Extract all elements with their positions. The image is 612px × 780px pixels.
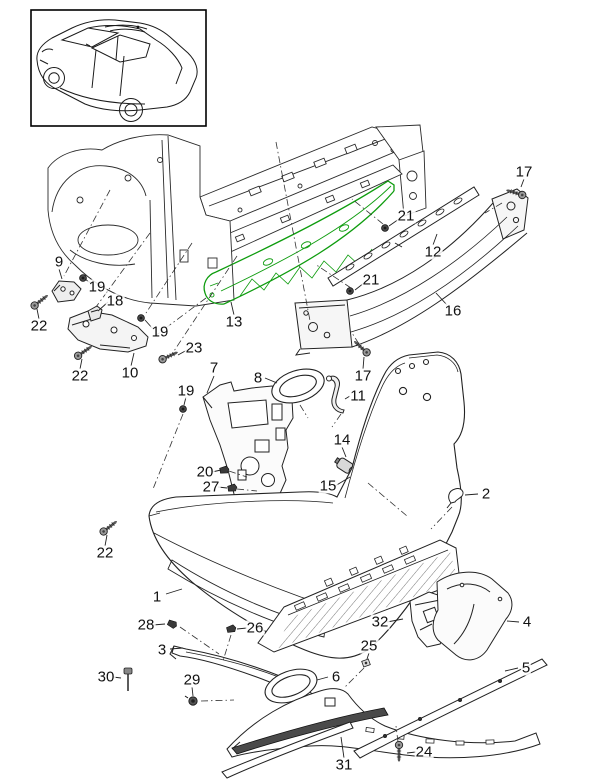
part-callout-22[interactable]: 22 [29, 317, 49, 335]
part-2-retainer-clip [446, 488, 464, 509]
part-callout-21[interactable]: 21 [396, 207, 416, 225]
part-11-support-strut [326, 375, 345, 414]
part-callout-21[interactable]: 21 [361, 271, 381, 289]
part-callout-26[interactable]: 26 [245, 619, 265, 637]
part-callout-8[interactable]: 8 [252, 369, 264, 387]
part-callout-30[interactable]: 30 [96, 668, 116, 686]
construction-lines [63, 141, 503, 743]
part-callout-16[interactable]: 16 [443, 302, 463, 320]
part-callout-14[interactable]: 14 [332, 431, 352, 449]
part-callout-15[interactable]: 15 [318, 477, 338, 495]
part-callout-28[interactable]: 28 [136, 616, 156, 634]
part-callout-7[interactable]: 7 [208, 359, 220, 377]
part-4-corner-trim [432, 571, 513, 661]
part-callout-17[interactable]: 17 [353, 367, 373, 385]
part-callout-18[interactable]: 18 [105, 292, 125, 310]
part-callout-19[interactable]: 19 [87, 278, 107, 296]
part-callout-22[interactable]: 22 [95, 544, 115, 562]
clip-25 [361, 658, 371, 668]
part-13-impact-carrier [203, 180, 395, 305]
rivet-30 [123, 667, 133, 691]
part-7-side-support [202, 381, 294, 519]
part-callout-32[interactable]: 32 [370, 613, 390, 631]
fasteners [28, 185, 528, 763]
part-callout-23[interactable]: 23 [184, 339, 204, 357]
part-callout-6[interactable]: 6 [330, 668, 342, 686]
part-9-bracket [51, 280, 82, 303]
part-callout-2[interactable]: 2 [480, 485, 492, 503]
part-callout-13[interactable]: 13 [224, 313, 244, 331]
part-callout-24[interactable]: 24 [414, 743, 434, 761]
part-callout-17[interactable]: 17 [514, 163, 534, 181]
vehicle-thumbnail [36, 19, 198, 122]
vehicle-inset [30, 9, 207, 127]
part-10-bracket [67, 310, 149, 353]
part-16-bumper-beam [294, 188, 529, 356]
part-5-trim-strip [221, 658, 548, 779]
part-18-clip [87, 305, 103, 322]
part-callout-3[interactable]: 3 [156, 641, 168, 659]
part-8-trim-ring [271, 368, 325, 404]
part-callout-27[interactable]: 27 [201, 478, 221, 496]
clip-29 [184, 695, 198, 706]
part-callout-31[interactable]: 31 [334, 756, 354, 774]
part-callout-1[interactable]: 1 [151, 588, 163, 606]
part-callout-22[interactable]: 22 [70, 367, 90, 385]
part-callout-25[interactable]: 25 [359, 637, 379, 655]
part-callout-11[interactable]: 11 [349, 387, 367, 405]
part-callout-19[interactable]: 19 [150, 323, 170, 341]
part-callout-20[interactable]: 20 [195, 463, 215, 481]
diffuser-panel [257, 539, 461, 653]
part-callout-5[interactable]: 5 [520, 659, 532, 677]
part-12-mounting-strip [327, 186, 480, 287]
part-callout-29[interactable]: 29 [182, 671, 202, 689]
part-callout-10[interactable]: 10 [120, 364, 140, 382]
part-callout-12[interactable]: 12 [423, 243, 443, 261]
part-callout-9[interactable]: 9 [53, 253, 65, 271]
rear-body-structure [47, 124, 427, 307]
part-callout-4[interactable]: 4 [521, 613, 533, 631]
part-callout-19[interactable]: 19 [176, 382, 196, 400]
